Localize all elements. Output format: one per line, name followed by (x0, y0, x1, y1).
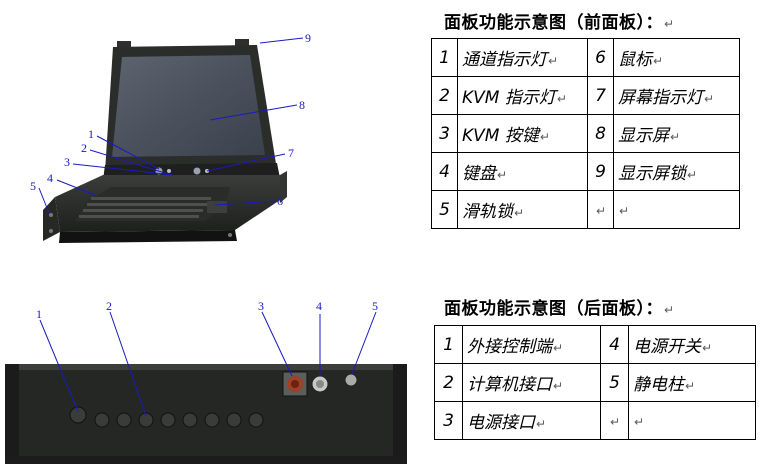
item-number: 8 (587, 114, 614, 153)
item-number: 2 (434, 363, 463, 402)
rear-callout-3: 3 (258, 299, 264, 313)
item-label: 显示屏↵ (613, 114, 740, 153)
return-mark: ↵ (664, 303, 675, 317)
rear-panel-image: 1 2 3 4 5 (5, 299, 407, 464)
item-number: 6 (587, 38, 614, 77)
table-row: 2 计算机接口↵ 5 静电柱↵ (434, 363, 756, 402)
empty-cell: ↵ (587, 190, 614, 229)
item-number: 5 (600, 363, 629, 402)
table-row: 2 KVM 指示灯↵ 7 屏幕指示灯↵ (431, 76, 740, 115)
front-callout-3: 3 (64, 155, 70, 169)
empty-cell: ↵ (600, 401, 629, 440)
front-callout-8: 8 (299, 98, 305, 112)
item-label: 外接控制端↵ (462, 325, 601, 364)
item-number: 4 (600, 325, 629, 364)
item-label: 显示屏锁↵ (613, 152, 740, 191)
item-label: 电源接口↵ (462, 401, 601, 440)
item-label: 通道指示灯↵ (457, 38, 588, 77)
item-number: 3 (431, 114, 458, 153)
item-number: 3 (434, 401, 463, 440)
empty-cell: ↵ (613, 190, 740, 229)
rear-heading-text: 面板功能示意图（后面板）： (444, 299, 663, 319)
item-number: 2 (431, 76, 458, 115)
item-number: 9 (587, 152, 614, 191)
front-callout-6: 6 (277, 194, 283, 208)
item-label: 电源开关↵ (628, 325, 756, 364)
table-row: 1 通道指示灯↵ 6 鼠标↵ (431, 38, 740, 77)
front-heading-text: 面板功能示意图（前面板）： (444, 13, 663, 33)
item-number: 7 (587, 76, 614, 115)
item-label: 键盘↵ (457, 152, 588, 191)
rear-callout-5: 5 (372, 299, 378, 313)
front-callout-9: 9 (305, 31, 311, 45)
item-label: 鼠标↵ (613, 38, 740, 77)
item-number: 4 (431, 152, 458, 191)
rear-callout-4: 4 (316, 299, 322, 313)
rear-callout-1: 1 (36, 307, 42, 321)
return-mark: ↵ (664, 17, 675, 31)
item-number: 5 (431, 190, 458, 229)
front-callout-1: 1 (88, 127, 94, 141)
item-label: KVM 按键↵ (457, 114, 588, 153)
front-panel-image: 9 8 1 2 3 4 5 6 7 (30, 31, 311, 243)
table-row: 3 电源接口↵ ↵ ↵ (434, 401, 756, 440)
item-label: 屏幕指示灯↵ (613, 76, 740, 115)
item-label: 静电柱↵ (628, 363, 756, 402)
table-row: 3 KVM 按键↵ 8 显示屏↵ (431, 114, 740, 153)
item-number: 1 (434, 325, 463, 364)
item-label: 滑轨锁↵ (457, 190, 588, 229)
front-callout-2: 2 (81, 141, 87, 155)
front-callout-4: 4 (47, 171, 53, 185)
front-panel-table: 1 通道指示灯↵ 6 鼠标↵ 2 KVM 指示灯↵ 7 屏幕指示灯↵ 3 KVM… (431, 38, 740, 229)
table-row: 1 外接控制端↵ 4 电源开关↵ (434, 325, 756, 364)
front-panel-heading: 面板功能示意图（前面板）：↵ (444, 8, 675, 33)
table-row: 4 键盘↵ 9 显示屏锁↵ (431, 152, 740, 191)
empty-cell: ↵ (628, 401, 756, 440)
table-row: 5 滑轨锁↵ ↵ ↵ (431, 190, 740, 229)
rear-callout-2: 2 (106, 299, 112, 313)
item-label: 计算机接口↵ (462, 363, 601, 402)
item-label: KVM 指示灯↵ (457, 76, 588, 115)
front-callout-7: 7 (288, 146, 294, 160)
front-callout-5: 5 (30, 179, 36, 193)
item-number: 1 (431, 38, 458, 77)
rear-panel-heading: 面板功能示意图（后面板）：↵ (444, 294, 675, 319)
rear-panel-table: 1 外接控制端↵ 4 电源开关↵ 2 计算机接口↵ 5 静电柱↵ 3 电源接口↵… (434, 325, 756, 440)
